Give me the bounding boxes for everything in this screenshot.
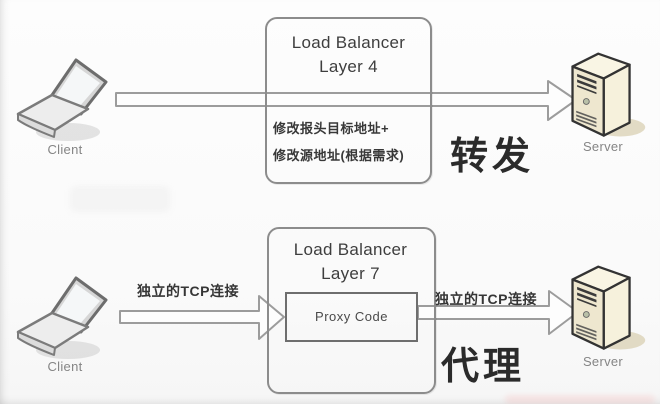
layer4-title-line1: Load Balancer xyxy=(291,33,406,52)
layer4-box-title: Load Balancer Layer 4 xyxy=(265,31,432,79)
layer4-title-line2: Layer 4 xyxy=(319,57,378,76)
proxy-mode-label: 代理 xyxy=(441,346,526,388)
server-label-bottom: Server xyxy=(582,354,624,369)
layer7-title-line2: Layer 7 xyxy=(321,264,380,283)
layer7-box-title: Load Balancer Layer 7 xyxy=(267,238,434,286)
faint-watermark-smudge xyxy=(70,186,170,212)
client-label-bottom: Client xyxy=(47,359,83,374)
server-label-top: Server xyxy=(582,139,624,154)
layer7-title-line1: Load Balancer xyxy=(293,240,408,259)
client-label-top: Client xyxy=(47,142,83,157)
client-laptop-icon xyxy=(16,58,108,143)
server-tower-icon xyxy=(571,52,647,138)
tcp-connection-label-right: 独立的TCP连接 xyxy=(435,291,537,307)
layer4-note-line1: 修改报头目标地址+ xyxy=(273,121,390,136)
tcp-connection-label-left: 独立的TCP连接 xyxy=(137,283,239,299)
faint-red-watermark xyxy=(505,395,655,404)
layer4-note-line2: 修改源地址(根据需求) xyxy=(273,148,405,163)
proxy-code-box xyxy=(285,292,418,342)
layer7-balancer-box xyxy=(267,227,436,394)
tcp-arrow-right xyxy=(417,290,579,335)
server-tower-icon xyxy=(571,265,647,351)
client-laptop-icon xyxy=(16,276,108,361)
forward-arrow xyxy=(115,80,577,121)
layer4-balancer-box xyxy=(265,17,432,184)
forwarding-mode-label: 转发 xyxy=(450,136,535,178)
proxy-code-label: Proxy Code xyxy=(315,309,388,324)
tcp-arrow-left xyxy=(119,295,285,340)
